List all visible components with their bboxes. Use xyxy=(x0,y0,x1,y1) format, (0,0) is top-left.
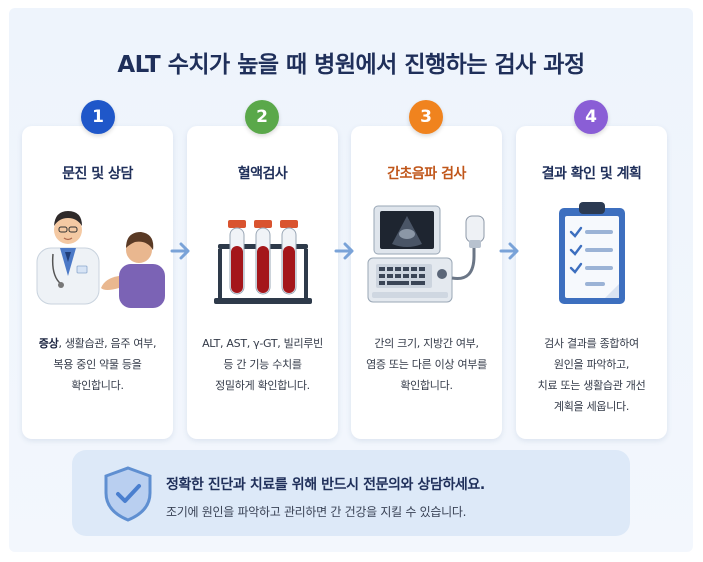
clipboard-checklist-illustration xyxy=(559,202,625,304)
arrow-right-icon xyxy=(334,242,354,260)
step-desc: ALT, AST, γ-GT, 빌리루빈 등 간 기능 수치를 정밀하게 확인합… xyxy=(195,333,330,396)
step-desc: 증상, 생활습관, 음주 여부, 복용 중인 약물 등을 확인합니다. xyxy=(30,333,165,396)
step-title: 결과 확인 및 계획 xyxy=(541,166,642,182)
step-title: 간초음파 검사 xyxy=(387,166,466,182)
desc-line: 치료 또는 생활습관 개선 xyxy=(537,379,646,392)
step-number-badge: 4 xyxy=(574,100,608,134)
step-card-consultation: 문진 및 상담 증상, 생활습관, 음주 여부, 복용 중인 약물 등을 확인합… xyxy=(22,126,173,439)
step-card-blood-test: 혈액검사 ALT, AST, γ-GT, 빌리루빈 xyxy=(187,126,338,439)
ultrasound-machine-illustration xyxy=(367,205,485,303)
desc-bold-prefix: 증상 xyxy=(38,337,59,350)
desc-line: 원인을 파악하고, xyxy=(553,358,630,371)
desc-line: 정밀하게 확인합니다. xyxy=(215,379,310,392)
step-title: 혈액검사 xyxy=(237,166,288,182)
notice-sub-text: 조기에 원인을 파악하고 관리하면 간 건강을 지킬 수 있습니다. xyxy=(166,505,467,519)
desc-line: ALT, AST, γ-GT, 빌리루빈 xyxy=(202,337,323,350)
desc-line: 염증 또는 다른 이상 여부를 xyxy=(366,358,487,371)
desc-line: 계획을 세웁니다. xyxy=(553,400,630,413)
desc-line: 간의 크기, 지방간 여부, xyxy=(374,337,479,350)
notice-box: 정확한 진단과 치료를 위해 반드시 전문의와 상담하세요. 조기에 원인을 파… xyxy=(72,450,630,536)
step-card-ultrasound: 간초음파 검사 간의 크기, 지방간 여부, 염증 또는 다른 이상 여부를 확… xyxy=(351,126,502,439)
blood-test-tubes-illustration xyxy=(214,220,312,304)
step-number-badge: 3 xyxy=(409,100,443,134)
desc-line: 확인합니다. xyxy=(71,379,124,392)
step-card-result-plan: 결과 확인 및 계획 검사 결과를 종합하여 원인을 파악하고, 치료 또는 생… xyxy=(516,126,667,439)
page-title: ALT 수치가 높을 때 병원에서 진행하는 검사 과정 xyxy=(117,52,585,78)
desc-line: 검사 결과를 종합하여 xyxy=(544,337,639,350)
desc-line: 확인합니다. xyxy=(400,379,453,392)
step-title: 문진 및 상담 xyxy=(62,166,133,182)
shield-check-icon xyxy=(104,466,152,522)
step-desc: 검사 결과를 종합하여 원인을 파악하고, 치료 또는 생활습관 개선 계획을 … xyxy=(524,333,659,417)
arrow-right-icon xyxy=(499,242,519,260)
desc-line: 복용 중인 약물 등을 xyxy=(53,358,142,371)
step-number-badge: 1 xyxy=(81,100,115,134)
infographic-frame: ALT 수치가 높을 때 병원에서 진행하는 검사 과정 문진 및 상담 증상,… xyxy=(9,8,693,552)
arrow-right-icon xyxy=(170,242,190,260)
notice-main-text: 정확한 진단과 치료를 위해 반드시 전문의와 상담하세요. xyxy=(166,477,485,493)
desc-line: 등 간 기능 수치를 xyxy=(223,358,302,371)
step-number-badge: 2 xyxy=(245,100,279,134)
step-desc: 간의 크기, 지방간 여부, 염증 또는 다른 이상 여부를 확인합니다. xyxy=(359,333,494,396)
doctor-consultation-illustration xyxy=(36,211,165,308)
